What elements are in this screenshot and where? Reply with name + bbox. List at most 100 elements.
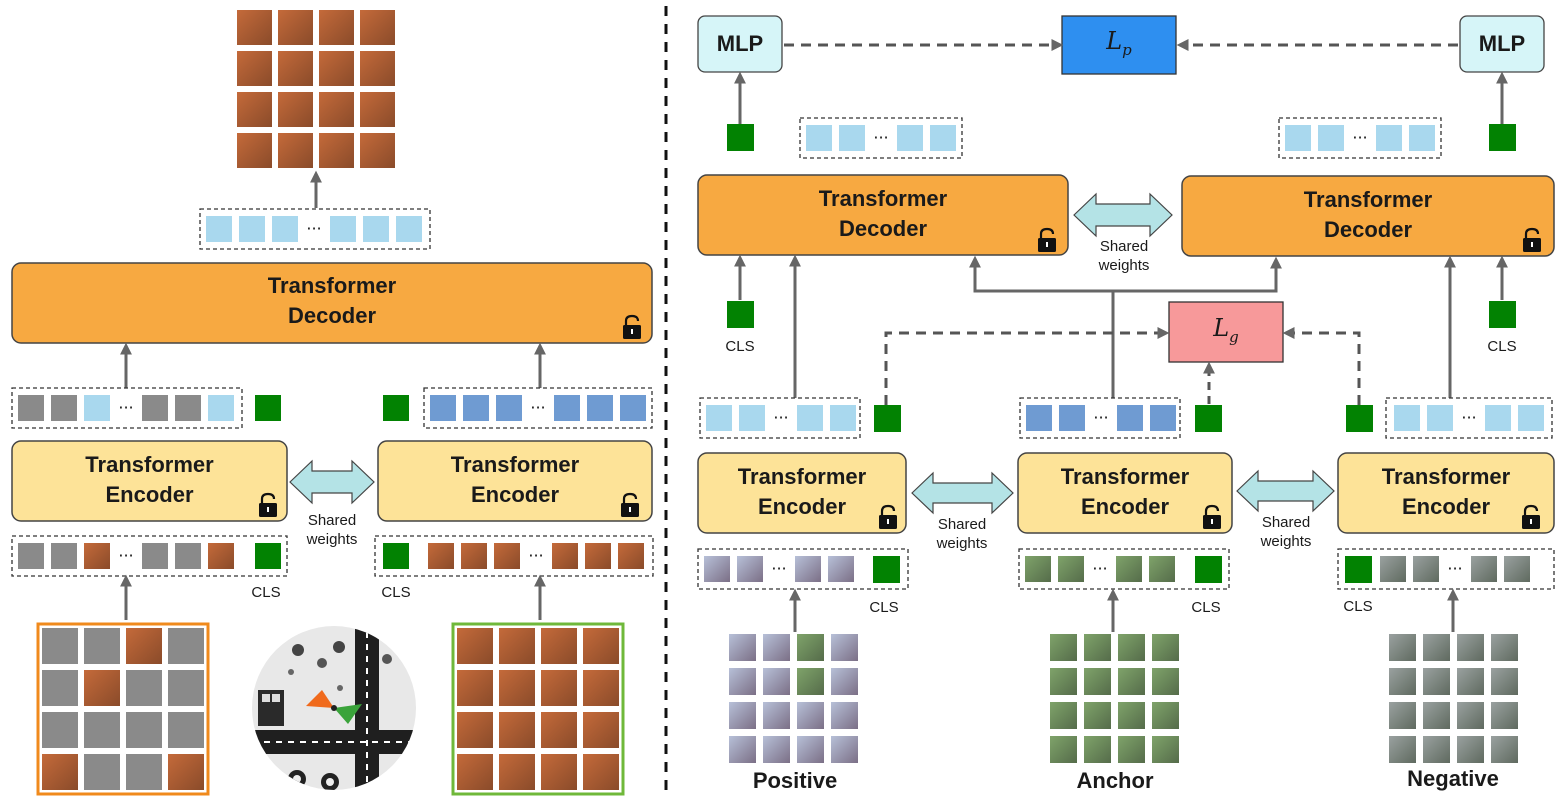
dashed-arrow-pos-cls-to-loss-g bbox=[884, 327, 1170, 405]
image-patch bbox=[1118, 634, 1145, 661]
ellipsis: ··· bbox=[1461, 408, 1476, 427]
patch-token bbox=[587, 395, 613, 421]
shared-weights-arrow bbox=[1073, 192, 1173, 238]
patch-token bbox=[428, 543, 454, 569]
patch-token bbox=[552, 543, 578, 569]
negative-encoder-input-tokens: ··· bbox=[1345, 556, 1530, 583]
cls-token bbox=[1195, 405, 1222, 432]
reconstructed-image bbox=[237, 10, 395, 168]
padlock-icon bbox=[1203, 504, 1221, 529]
neg-enc-out-group bbox=[1385, 397, 1553, 439]
image-patch bbox=[457, 712, 493, 748]
image-patch bbox=[1491, 736, 1518, 763]
image-patch bbox=[541, 754, 577, 790]
image-patch bbox=[42, 670, 78, 706]
anc-enc-out-group bbox=[1019, 397, 1181, 439]
image-patch bbox=[1491, 634, 1518, 661]
shared-weights-arrow bbox=[911, 471, 1014, 515]
left-enc-in-group bbox=[11, 535, 288, 577]
arrow-anchor-to-dec-right bbox=[1113, 256, 1282, 293]
cls-token bbox=[1345, 556, 1372, 583]
cls-token bbox=[727, 301, 754, 328]
patch-token bbox=[461, 543, 487, 569]
patch-token bbox=[795, 556, 821, 582]
shared-weights-arrow bbox=[289, 459, 375, 505]
right-enc-in-group bbox=[374, 535, 654, 577]
padlock-icon bbox=[1038, 227, 1056, 252]
loss-p-box bbox=[1061, 15, 1177, 75]
left-enc-out-group bbox=[11, 387, 243, 429]
image-patch bbox=[541, 628, 577, 664]
image-patch bbox=[541, 712, 577, 748]
image-patch bbox=[457, 754, 493, 790]
image-patch bbox=[168, 628, 204, 664]
cls-token bbox=[383, 543, 409, 569]
image-patch bbox=[42, 628, 78, 664]
patch-token bbox=[175, 395, 201, 421]
image-patch bbox=[1423, 702, 1450, 729]
image-patch bbox=[797, 702, 824, 729]
patch-token bbox=[239, 216, 265, 242]
image-patch bbox=[1118, 702, 1145, 729]
patch-token bbox=[51, 395, 77, 421]
padlock-icon bbox=[1523, 227, 1541, 252]
patch-token bbox=[142, 395, 168, 421]
anchor-encoder-input-tokens: ··· bbox=[1025, 556, 1222, 583]
image-patch bbox=[1084, 634, 1111, 661]
patch-token bbox=[1058, 556, 1084, 582]
patch-token bbox=[175, 543, 201, 569]
image-patch bbox=[360, 10, 395, 45]
image-patch bbox=[126, 712, 162, 748]
patch-token bbox=[1149, 556, 1175, 582]
image-patch bbox=[1050, 702, 1077, 729]
image-patch bbox=[1084, 702, 1111, 729]
image-patch bbox=[1423, 668, 1450, 695]
patch-token bbox=[1026, 405, 1052, 431]
patch-token bbox=[463, 395, 489, 421]
ellipsis: ··· bbox=[1092, 559, 1107, 578]
image-patch bbox=[360, 92, 395, 127]
ellipsis: ··· bbox=[118, 398, 133, 417]
image-patch bbox=[457, 670, 493, 706]
image-patch bbox=[42, 754, 78, 790]
decoder-right-output-tokens: ··· bbox=[1285, 125, 1435, 151]
dashed-arrow-neg-cls-to-loss-g bbox=[1282, 327, 1361, 405]
cls-token bbox=[873, 556, 900, 583]
padlock-icon bbox=[259, 492, 277, 517]
image-patch bbox=[457, 628, 493, 664]
patch-token bbox=[272, 216, 298, 242]
cls-token bbox=[1489, 124, 1516, 151]
image-patch bbox=[583, 628, 619, 664]
image-patch bbox=[237, 51, 272, 86]
left-encoder-box-2 bbox=[377, 440, 653, 522]
cls-token bbox=[1489, 301, 1516, 328]
decoder-right-box bbox=[1181, 175, 1555, 257]
anchor-encoder-output-tokens: ··· bbox=[1026, 405, 1176, 431]
positive-encoder-input-tokens: ··· bbox=[704, 556, 900, 583]
image-patch bbox=[729, 668, 756, 695]
pos-enc-out-group bbox=[699, 397, 861, 439]
cls-token bbox=[727, 124, 754, 151]
ellipsis: ··· bbox=[873, 128, 888, 147]
patch-token bbox=[494, 543, 520, 569]
cls-token bbox=[255, 395, 281, 421]
image-patch bbox=[583, 754, 619, 790]
image-patch bbox=[1118, 668, 1145, 695]
patch-token bbox=[1116, 556, 1142, 582]
image-patch bbox=[1050, 668, 1077, 695]
decoded-tokens: ··· bbox=[206, 216, 422, 242]
image-patch bbox=[1423, 634, 1450, 661]
image-patch bbox=[763, 736, 790, 763]
patch-token bbox=[1318, 125, 1344, 151]
shared-weights-arrow bbox=[1236, 469, 1335, 513]
loss-g-box bbox=[1168, 301, 1284, 363]
patch-token bbox=[208, 395, 234, 421]
patch-token bbox=[1427, 405, 1453, 431]
image-patch bbox=[1152, 736, 1179, 763]
left-encoder-output-tokens: ··· bbox=[18, 395, 234, 421]
patch-token bbox=[797, 405, 823, 431]
image-patch bbox=[237, 10, 272, 45]
patch-token bbox=[737, 556, 763, 582]
cls-token bbox=[1346, 405, 1373, 432]
